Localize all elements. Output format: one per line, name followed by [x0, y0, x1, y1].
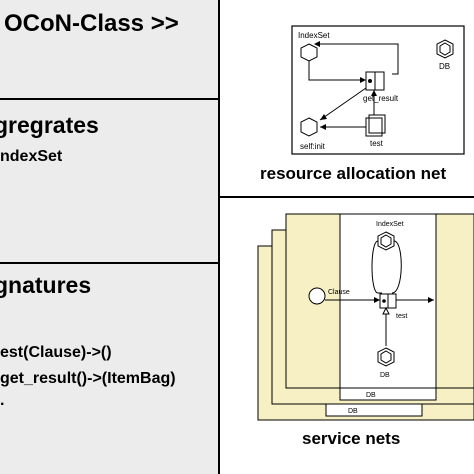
sn-db-label: DB: [380, 372, 390, 379]
indexset-place: [300, 43, 318, 62]
resource-allocation-net: IndexSet get_result DB self:init: [291, 25, 465, 155]
ra-arrowhead-3: [320, 114, 327, 120]
sn-clause-place: [308, 287, 326, 305]
nets-divider: [220, 196, 474, 198]
ra-test-transition-back: [368, 114, 386, 134]
ra-indexset-label: IndexSet: [298, 31, 330, 40]
aggregates-cell: gregrates ndexSet: [0, 100, 220, 264]
class-header-title: OCoN-Class >>: [4, 10, 179, 37]
sn-arc-left: [371, 240, 382, 294]
sn-db-inner: [380, 350, 392, 364]
ra-arrowhead-4: [320, 124, 326, 130]
selfinit-place: [300, 117, 318, 137]
sn-transition-marker: [382, 299, 386, 303]
resource-allocation-caption: resource allocation net: [260, 164, 447, 183]
ra-db-label: DB: [439, 62, 450, 71]
ra-arrowhead-5: [371, 90, 377, 96]
ra-arc-getresult-selfinit: [319, 87, 367, 121]
ra-arrowhead-2: [314, 41, 320, 47]
service-db-stack-2: DB: [348, 408, 358, 415]
service-db-stack-1: DB: [366, 392, 376, 399]
ra-test-label: test: [370, 139, 384, 148]
signature-get-result: get_result()->(ItemBag): [0, 370, 176, 387]
service-db-strip-1: [339, 387, 437, 401]
service-db-strip-2: [325, 403, 423, 417]
service-nets: DB DB IndexSet Clause test: [257, 213, 474, 421]
ra-db-inner: [439, 42, 451, 56]
aggregates-title: gregrates: [0, 112, 99, 138]
sn-arrowhead-out: [428, 297, 434, 303]
ra-selfinit-label: self:init: [300, 142, 326, 151]
signature-more: .: [0, 392, 5, 409]
class-header-cell: OCoN-Class >>: [0, 0, 220, 100]
getresult-marker: [368, 79, 372, 83]
nets-panel: IndexSet get_result DB self:init: [220, 0, 474, 474]
sn-test-label: test: [396, 313, 407, 320]
aggregates-item: ndexSet: [0, 148, 63, 165]
sn-db-place: [377, 347, 395, 367]
getresult-transition-right: [374, 71, 385, 91]
sn-indexset-inner: [380, 234, 392, 248]
sn-indexset-label: IndexSet: [376, 221, 404, 228]
signatures-title: gnatures: [0, 272, 92, 298]
sn-clause-label: Clause: [328, 289, 350, 296]
signatures-cell: gnatures est(Clause)->() get_result()->(…: [0, 264, 220, 474]
sn-arrowhead-clause: [374, 297, 380, 303]
class-panel: OCoN-Class >> gregrates ndexSet gnatures…: [0, 0, 220, 474]
ra-db-place: [436, 39, 454, 59]
ra-arc-loop: [320, 43, 399, 75]
service-nets-caption: service nets: [302, 429, 401, 448]
signature-test: est(Clause)->(): [0, 344, 112, 361]
ra-arrowhead-1: [360, 77, 366, 83]
sn-arc-right: [391, 240, 402, 294]
ra-arc-indexset-getresult: [308, 61, 360, 81]
ra-getresult-label: get_result: [363, 94, 399, 103]
sn-arrowhead-db: [382, 306, 390, 315]
sn-indexset-place: [377, 231, 395, 251]
sn-transition-right: [387, 293, 397, 309]
